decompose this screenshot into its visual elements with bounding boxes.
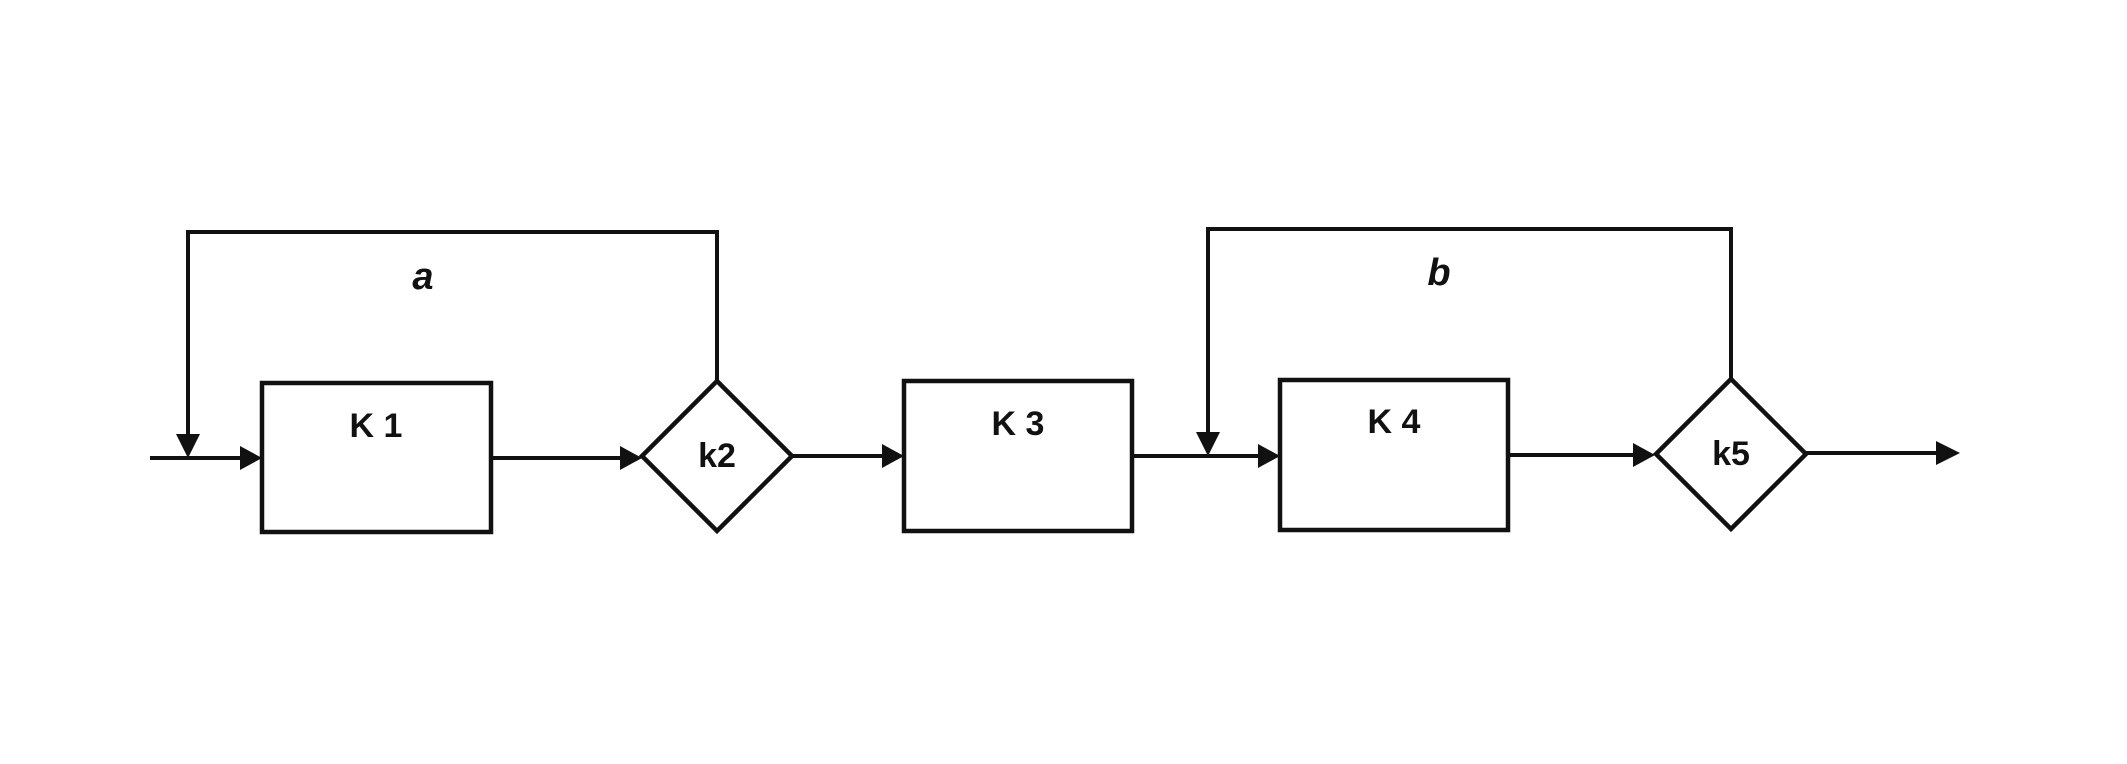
k5-diamond bbox=[1652, 375, 1810, 533]
loop-label-a: a bbox=[412, 256, 433, 298]
feedback-arrow-b bbox=[1196, 432, 1220, 456]
arrow-into-k1 bbox=[240, 446, 262, 470]
feedback-arrow-a bbox=[176, 434, 200, 458]
k2-diamond bbox=[638, 377, 796, 535]
k3-box bbox=[901, 378, 1135, 534]
arrow-into-k5 bbox=[1633, 443, 1655, 467]
k1-label: K 1 bbox=[350, 407, 403, 445]
k3-label: K 3 bbox=[992, 405, 1045, 443]
k2-label: k2 bbox=[698, 437, 736, 475]
feedback-loop-a: a bbox=[176, 230, 719, 458]
feedback-line-a bbox=[186, 230, 719, 438]
node-k2: k2 bbox=[638, 377, 796, 535]
arrow-into-k3 bbox=[882, 444, 904, 468]
main-flow bbox=[150, 441, 1960, 470]
k4-label: K 4 bbox=[1368, 403, 1421, 441]
arrow-into-k2 bbox=[620, 446, 642, 470]
output-arrow bbox=[1936, 441, 1960, 465]
k4-box bbox=[1277, 377, 1511, 533]
node-k1: K 1 bbox=[259, 380, 494, 535]
node-k5: k5 bbox=[1652, 375, 1810, 533]
k5-label: k5 bbox=[1712, 435, 1750, 473]
arrow-into-k4 bbox=[1258, 444, 1280, 468]
loop-label-b: b bbox=[1427, 252, 1450, 294]
node-k4: K 4 bbox=[1277, 377, 1511, 533]
feedback-loop-b: b bbox=[1196, 227, 1733, 456]
node-k3: K 3 bbox=[901, 378, 1135, 534]
feedback-line-b bbox=[1206, 227, 1733, 436]
k1-box bbox=[259, 380, 494, 535]
